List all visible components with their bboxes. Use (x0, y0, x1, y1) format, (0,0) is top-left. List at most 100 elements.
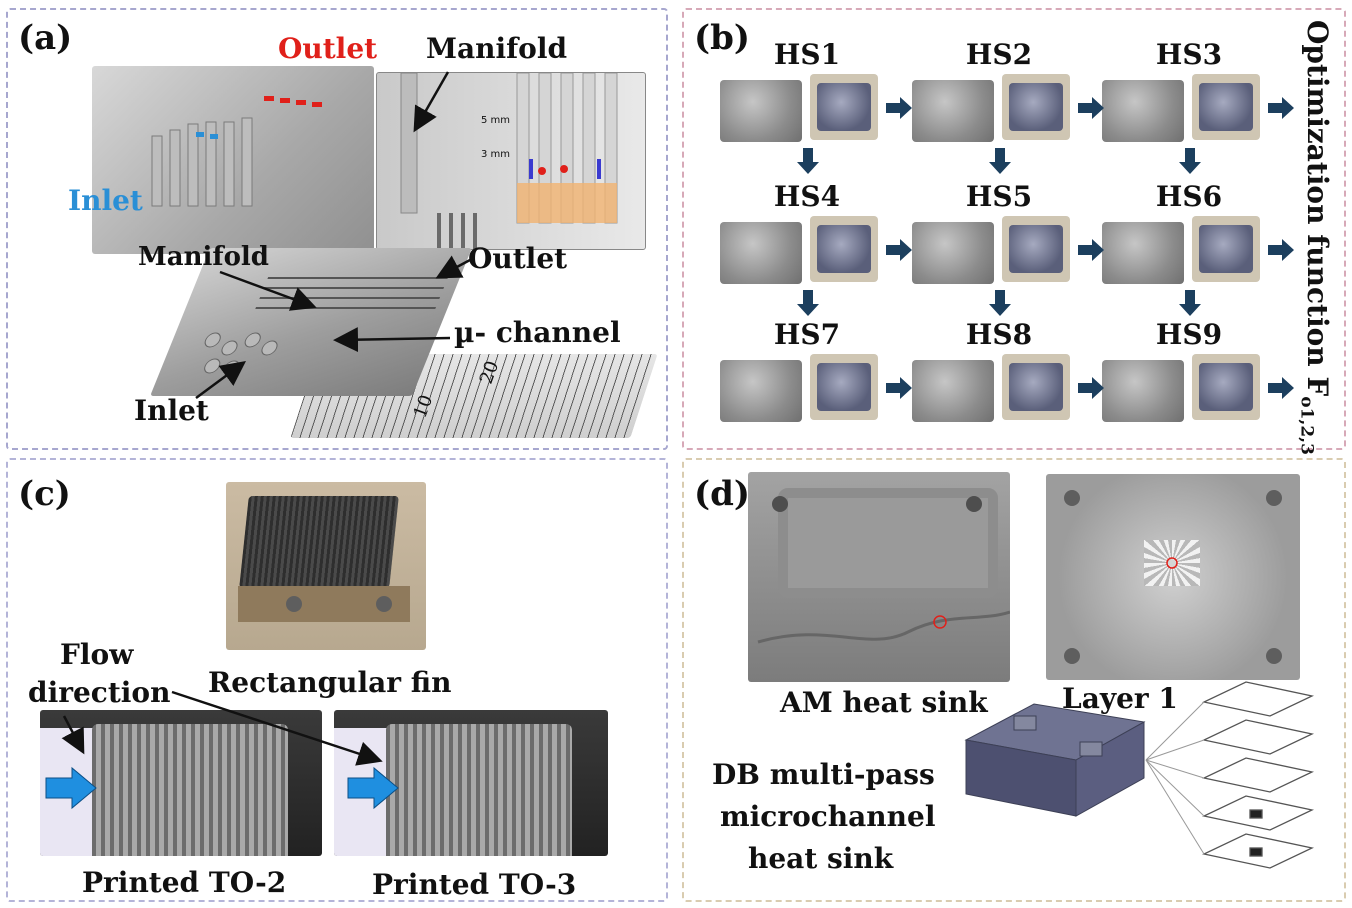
pin (437, 213, 441, 249)
pin (473, 213, 477, 249)
outlet-marker (280, 98, 290, 103)
design-label-hs5: HS5 (965, 180, 1033, 213)
manifold-label-bottom: Manifold (138, 242, 269, 272)
arrow-down-hs1 (797, 148, 819, 174)
exploded-layer-5 (1201, 833, 1315, 869)
design-render-hs9 (1102, 360, 1184, 422)
paper-sheet (40, 728, 100, 856)
arrow-down-hs6 (1179, 290, 1201, 316)
design-label-hs7: HS7 (773, 318, 841, 351)
cad-pin (241, 117, 253, 207)
layer-chip-pattern (1249, 847, 1263, 857)
printed-to3-photo (334, 710, 608, 856)
exploded-layer-4 (1201, 795, 1315, 831)
arrow-down-hs5 (989, 290, 1011, 316)
layer-1-photo (1046, 474, 1300, 680)
arrow-down-hs3 (1179, 148, 1201, 174)
rectangular-fin-caption: Rectangular fin (208, 666, 452, 699)
block-side (1075, 721, 1145, 817)
db-heat-sink-line3: heat sink (748, 842, 894, 875)
am-heat-sink-photo (748, 472, 1010, 682)
to3-fin-plate (386, 724, 572, 856)
exploded-layer-3 (1201, 757, 1315, 793)
flow-direction-line1: Flow (60, 638, 134, 671)
cad-pin (187, 123, 199, 207)
design-photo-hs1 (810, 74, 878, 140)
manifold-zoom-inset: 5 mm 3 mm (376, 72, 646, 250)
measurement-point-marker (1166, 557, 1178, 569)
design-render-hs2 (912, 80, 994, 142)
coolant-pocket (778, 488, 998, 598)
outlet-marker (296, 100, 306, 105)
pin (461, 213, 465, 249)
design-photo-hs9 (1192, 354, 1260, 420)
mount-hole (966, 496, 982, 512)
db-heat-sink-line1: DB multi-pass (712, 758, 935, 791)
layer-chip-pattern (1249, 809, 1263, 819)
flow-direction-line2: direction (28, 676, 171, 709)
printed-pin (223, 360, 240, 376)
printed-pin (204, 358, 221, 374)
design-render-hs8 (912, 360, 994, 422)
design-label-hs2: HS2 (965, 38, 1033, 71)
outlet-label-bottom: Outlet (468, 242, 568, 275)
arrow-right-hs4 (886, 239, 912, 261)
fin-array (239, 496, 399, 588)
panel-d-tag: (d) (694, 474, 750, 514)
outlet-marker (560, 165, 568, 173)
printed-to3-caption: Printed TO-3 (372, 868, 577, 901)
layer-1-marker (1166, 557, 1178, 569)
printed-pin (261, 340, 278, 356)
panel-a-tag: (a) (18, 18, 73, 58)
design-label-hs4: HS4 (773, 180, 841, 213)
arrow-right-hs1 (886, 97, 912, 119)
optimization-function-subscript: o1,2,3 (1296, 396, 1317, 455)
cad-pin (223, 121, 235, 207)
outlet-port (1079, 741, 1103, 757)
manifold-wall (400, 73, 418, 214)
mount-hole (772, 496, 788, 512)
cad-pin (205, 121, 217, 207)
design-photo-hs4 (810, 216, 878, 282)
panel-c: (c) Rectangular fin Flow direction Print… (6, 458, 668, 902)
outlet-marker (538, 167, 546, 175)
inlet-marker (210, 134, 218, 139)
arrow-right-hs7 (886, 377, 912, 399)
outlet-marker (264, 96, 274, 101)
design-photo-hs5 (1002, 216, 1070, 282)
design-label-hs3: HS3 (1155, 38, 1223, 71)
arrow-right-hs6 (1268, 239, 1294, 261)
explode-leader-lines (1145, 701, 1205, 855)
panel-c-tag: (c) (18, 474, 71, 514)
am-heat-sink-caption: AM heat sink (780, 686, 988, 719)
exploded-layer-2 (1201, 719, 1315, 755)
design-label-hs6: HS6 (1155, 180, 1223, 213)
pin (449, 213, 453, 249)
design-label-hs9: HS9 (1155, 318, 1223, 351)
to2-fin-plate (92, 724, 288, 856)
explode-line-2 (1145, 739, 1205, 761)
mount-hole (1064, 490, 1080, 506)
assembled-heat-sink-block (964, 703, 1146, 817)
optimization-function-label: Optimization function Fo1,2,3 (1296, 20, 1334, 455)
db-heat-sink-line2: microchannel (720, 800, 936, 833)
channel-profile (757, 610, 1010, 644)
design-photo-hs3 (1192, 74, 1260, 140)
arrow-right-hs3 (1268, 97, 1294, 119)
inlet-label-bottom: Inlet (134, 394, 209, 427)
design-render-hs3 (1102, 80, 1184, 142)
flow-region (517, 183, 617, 223)
design-photo-hs2 (1002, 74, 1070, 140)
arrow-down-hs4 (797, 290, 819, 316)
manifold-label-top: Manifold (426, 32, 568, 65)
arrow-down-hs2 (989, 148, 1011, 174)
design-render-hs6 (1102, 222, 1184, 284)
arrow-right-hs2 (1078, 97, 1104, 119)
outlet-label-top: Outlet (278, 32, 378, 65)
paper-sheet (334, 728, 394, 856)
design-photo-hs8 (1002, 354, 1070, 420)
inlet-marker (529, 159, 533, 179)
arrow-right-hs5 (1078, 239, 1104, 261)
rectangular-fin-photo (226, 482, 426, 650)
